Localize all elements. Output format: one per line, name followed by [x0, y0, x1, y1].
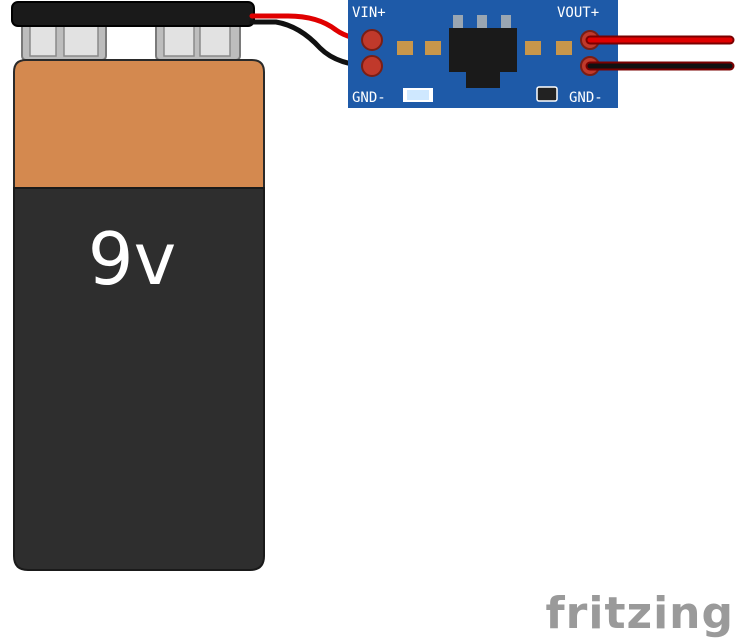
pin-label-vin: VIN+: [352, 5, 386, 21]
battery-terminal-positive: [155, 21, 241, 61]
fritzing-watermark: fritzing: [546, 588, 734, 639]
battery-cap: [13, 59, 265, 189]
pin-label-gnd-in: GND-: [352, 90, 386, 106]
battery-clip: [11, 1, 255, 27]
battery-terminal-negative: [21, 21, 107, 61]
capacitor-input: [397, 41, 441, 55]
battery-body: [13, 187, 265, 571]
battery-9v: 9v: [11, 1, 265, 571]
led-indicator: [403, 88, 433, 102]
pin-label-gnd-out: GND-: [569, 90, 603, 106]
battery-label: 9v: [88, 217, 176, 301]
pin-label-vout: VOUT+: [557, 5, 599, 21]
capacitor-output: [525, 41, 572, 55]
resistor-smd: [536, 86, 558, 102]
pad-vin[interactable]: [361, 29, 383, 51]
regulator-board: VIN+ VOUT+ GND- GND-: [348, 0, 618, 108]
regulator-chip: [449, 15, 517, 88]
pad-gnd-in[interactable]: [361, 55, 383, 77]
